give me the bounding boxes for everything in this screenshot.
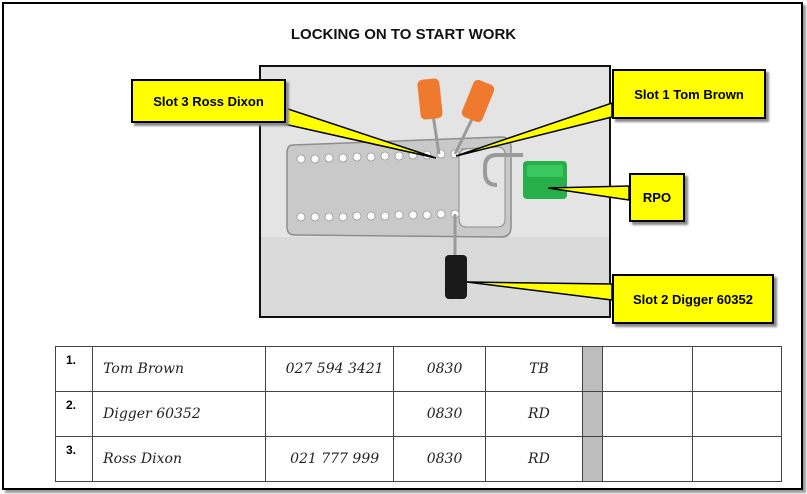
table-row: 2. Digger 60352 0830 RD — [54, 391, 783, 437]
initials-cell: RD — [484, 436, 584, 482]
empty-cell — [691, 391, 783, 437]
divider-cell — [582, 391, 604, 437]
name-cell: Tom Brown — [92, 346, 266, 392]
empty-cell — [602, 346, 693, 392]
lock-register-table: 1. Tom Brown 027 594 3421 0830 TB 2. Dig… — [54, 346, 783, 482]
table-row: 1. Tom Brown 027 594 3421 0830 TB — [54, 346, 783, 392]
time-cell: 0830 — [393, 436, 486, 482]
divider-cell — [582, 346, 604, 392]
name-cell: Digger 60352 — [92, 391, 266, 437]
callout-rpo: RPO — [629, 173, 685, 222]
lockout-hasp-photo — [259, 65, 611, 318]
row-number: 3. — [54, 436, 94, 482]
empty-cell — [602, 436, 693, 482]
table-row: 3. Ross Dixon 021 777 999 0830 RD — [54, 436, 783, 482]
page-title: LOCKING ON TO START WORK — [290, 26, 517, 43]
callout-slot3: Slot 3 Ross Dixon — [131, 79, 286, 123]
time-cell: 0830 — [393, 391, 486, 437]
callout-slot1: Slot 1 Tom Brown — [612, 69, 766, 119]
divider-cell — [582, 436, 604, 482]
time-cell: 0830 — [393, 346, 486, 392]
empty-cell — [691, 346, 783, 392]
phone-cell: 021 777 999 — [264, 436, 395, 482]
initials-cell: TB — [484, 346, 584, 392]
empty-cell — [602, 391, 693, 437]
empty-cell — [691, 436, 783, 482]
phone-cell — [264, 391, 395, 437]
callout-slot2: Slot 2 Digger 60352 — [612, 274, 774, 324]
row-number: 2. — [54, 391, 94, 437]
phone-cell: 027 594 3421 — [264, 346, 395, 392]
row-number: 1. — [54, 346, 94, 392]
name-cell: Ross Dixon — [92, 436, 266, 482]
hasp-illustration — [261, 67, 609, 316]
initials-cell: RD — [484, 391, 584, 437]
